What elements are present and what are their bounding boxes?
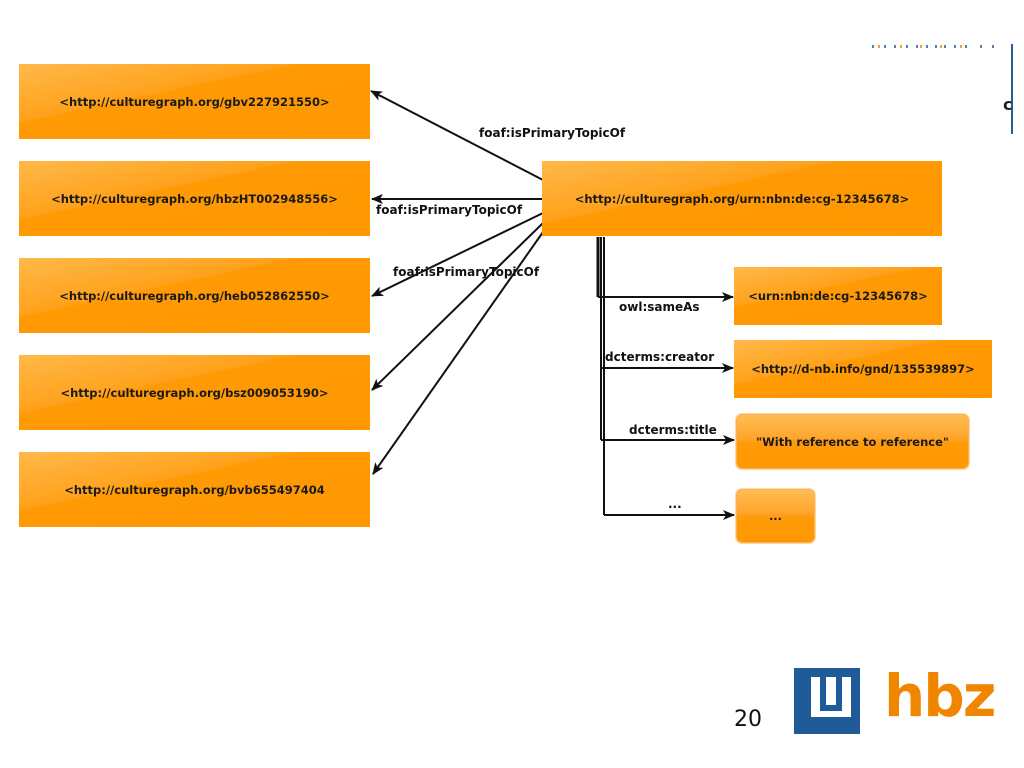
target-node-more: ...: [736, 489, 815, 543]
edge-label-creator: dcterms:creator: [605, 350, 715, 364]
target-node-label: "With reference to reference": [756, 434, 949, 449]
target-node-label: ...: [768, 509, 783, 523]
corner-bar: [1011, 44, 1013, 134]
edge-primary-topic-bsz: [371, 222, 544, 391]
target-node-urn: <urn:nbn:de:cg-12345678>: [734, 267, 942, 325]
central-node: <http://culturegraph.org/urn:nbn:de:cg-1…: [542, 161, 942, 236]
source-node-bsz: <http://culturegraph.org/bsz009053190>: [19, 355, 370, 430]
source-node-label: <http://culturegraph.org/bsz009053190>: [60, 385, 329, 400]
source-node-heb: <http://culturegraph.org/heb052862550>: [19, 258, 370, 333]
source-node-gbv: <http://culturegraph.org/gbv227921550>: [19, 64, 370, 139]
hbz-logo-text: hbz: [884, 662, 997, 730]
page-number: 20: [734, 707, 762, 732]
source-node-hbz: <http://culturegraph.org/hbzHT002948556>: [19, 161, 370, 236]
edge-label-primary-topic-3: foaf:isPrimaryTopicOf: [393, 265, 540, 279]
source-node-bvb: <http://culturegraph.org/bvb655497404: [19, 452, 370, 527]
edge-primary-topic-gbv: [370, 90, 544, 181]
target-node-title: "With reference to reference": [736, 414, 969, 469]
edge-primary-topic-heb: [371, 212, 544, 297]
edge-label-primary-topic-2: foaf:isPrimaryTopicOf: [376, 203, 523, 217]
target-node-label: <urn:nbn:de:cg-12345678>: [748, 289, 928, 303]
edge-label-primary-topic-1: foaf:isPrimaryTopicOf: [479, 126, 626, 140]
edge-label-title: dcterms:title: [629, 423, 717, 437]
source-node-label: <http://culturegraph.org/bvb655497404: [64, 482, 325, 497]
corner-glyph-icon: c: [1003, 95, 1013, 114]
target-node-gnd: <http://d-nb.info/gnd/135539897>: [734, 340, 992, 398]
source-node-label: <http://culturegraph.org/heb052862550>: [59, 288, 330, 303]
source-node-label: <http://culturegraph.org/hbzHT002948556>: [51, 191, 338, 206]
edge-primary-topic-bvb: [372, 231, 544, 475]
edge-label-same-as: owl:sameAs: [619, 300, 700, 314]
source-node-label: <http://culturegraph.org/gbv227921550>: [59, 94, 330, 109]
hbz-logo-mark-icon: [794, 668, 860, 734]
corner-tick-marks: [872, 45, 994, 48]
central-node-label: <http://culturegraph.org/urn:nbn:de:cg-1…: [574, 191, 910, 206]
target-node-label: <http://d-nb.info/gnd/135539897>: [751, 362, 975, 376]
edge-label-more: ...: [668, 497, 682, 511]
